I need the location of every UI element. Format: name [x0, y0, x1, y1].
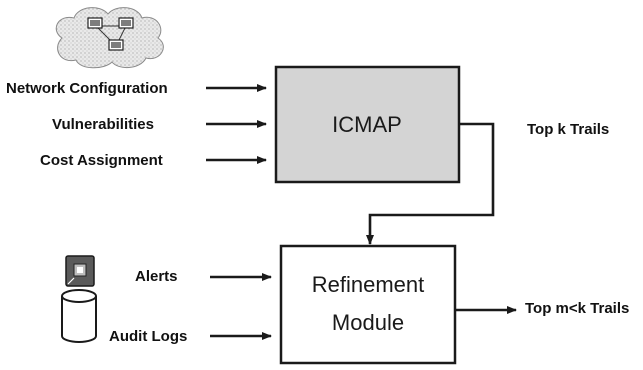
alert-box-icon: [65, 255, 95, 287]
label-alerts: Alerts: [135, 268, 178, 285]
network-cloud-icon: [55, 7, 164, 69]
database-cylinder-icon: [61, 289, 97, 343]
icmap-label: ICMAP: [332, 112, 402, 137]
label-cost-assignment: Cost Assignment: [40, 152, 163, 169]
refinement-module-box: [279, 244, 457, 365]
label-top-m-k-trails: Top m<k Trails: [525, 300, 629, 317]
label-network-configuration: Network Configuration: [6, 80, 168, 97]
refinement-module-label-line1: Refinement: [312, 272, 425, 297]
refinement-module-label-line2: Module: [332, 310, 404, 335]
label-vulnerabilities: Vulnerabilities: [52, 116, 154, 133]
icmap-output-connector: [366, 122, 495, 245]
label-top-k-trails: Top k Trails: [527, 121, 609, 138]
icmap-box: [274, 65, 461, 184]
label-audit-logs: Audit Logs: [109, 328, 187, 345]
